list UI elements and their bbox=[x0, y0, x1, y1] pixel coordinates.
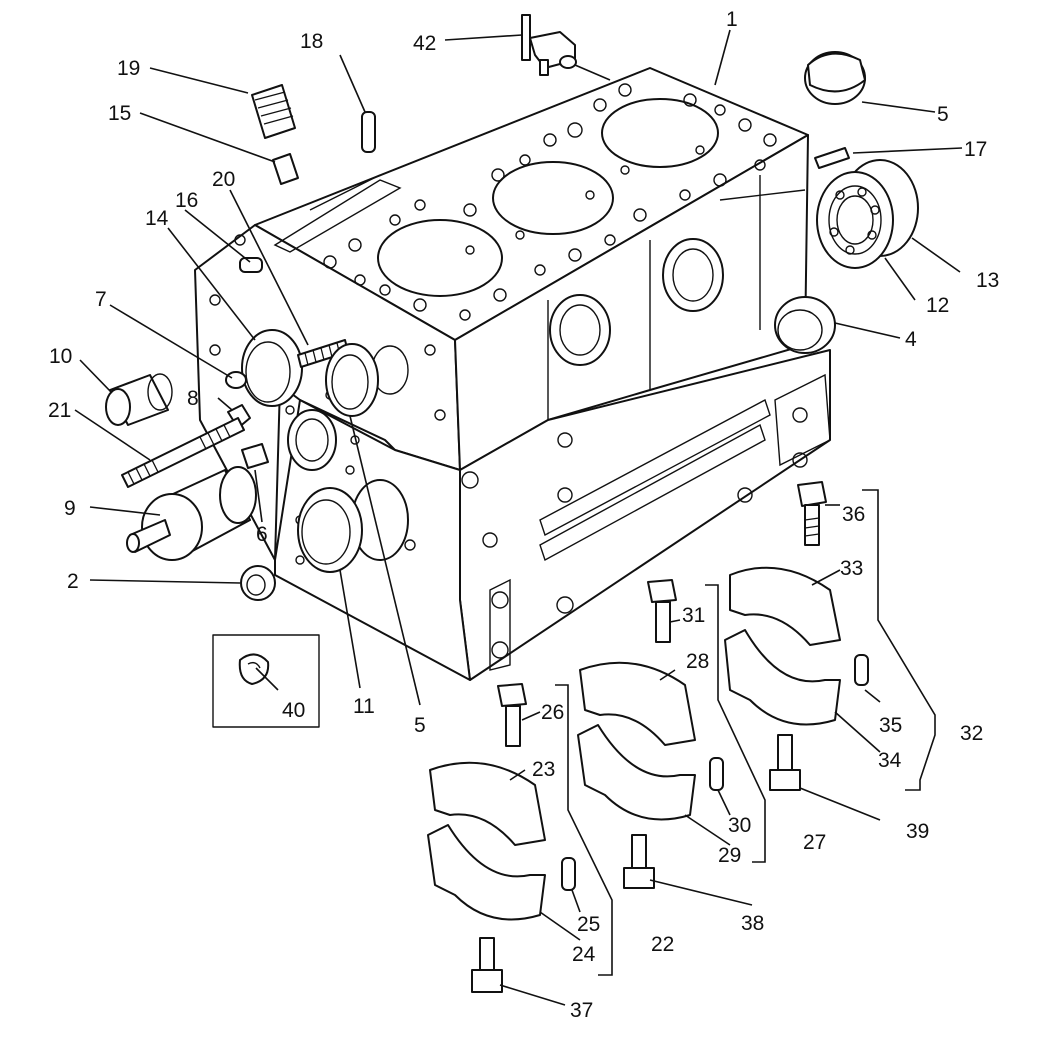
callout-8: 8 bbox=[187, 387, 199, 410]
callout-29: 29 bbox=[718, 844, 741, 867]
callout-30: 30 bbox=[728, 814, 751, 837]
callout-25: 25 bbox=[577, 913, 600, 936]
callout-5-bottom: 5 bbox=[414, 714, 426, 737]
bearing-cap-24 bbox=[427, 824, 546, 921]
callout-31: 31 bbox=[682, 604, 705, 627]
bearing-cap-33 bbox=[729, 566, 841, 646]
bush-11 bbox=[297, 487, 363, 573]
bolt-26 bbox=[497, 683, 527, 747]
callout-38: 38 bbox=[741, 912, 764, 935]
bearing-cap-29 bbox=[577, 724, 696, 821]
bolt-38 bbox=[623, 834, 655, 889]
callout-14: 14 bbox=[145, 207, 169, 230]
callout-5-top: 5 bbox=[937, 103, 949, 126]
bracket-22 bbox=[555, 684, 613, 976]
callout-36: 36 bbox=[842, 503, 865, 526]
pump-9 bbox=[126, 466, 257, 561]
callout-labels: 1 2 4 5 5 6 7 8 9 10 11 12 13 14 15 16 1… bbox=[48, 8, 999, 1022]
bolt-37 bbox=[471, 937, 503, 993]
dowel-17 bbox=[814, 147, 850, 169]
bush-14 bbox=[241, 329, 303, 407]
callout-33: 33 bbox=[840, 557, 863, 580]
callout-40: 40 bbox=[282, 699, 305, 722]
stud-6 bbox=[241, 443, 269, 469]
callout-17: 17 bbox=[964, 138, 987, 161]
dowel-30 bbox=[709, 757, 724, 791]
dowel-35 bbox=[854, 654, 869, 686]
callout-11: 11 bbox=[353, 695, 375, 718]
callout-24: 24 bbox=[572, 943, 596, 966]
callout-1: 1 bbox=[726, 8, 738, 31]
callout-9: 9 bbox=[64, 497, 76, 520]
callout-6: 6 bbox=[256, 523, 268, 546]
bearing-cap-23 bbox=[429, 761, 546, 846]
callout-23: 23 bbox=[532, 758, 555, 781]
dowel-16 bbox=[239, 257, 263, 273]
bolt-21 bbox=[121, 417, 245, 488]
spring-19 bbox=[251, 84, 296, 139]
dowel-25 bbox=[561, 857, 576, 891]
bush-10 bbox=[105, 373, 173, 426]
leader-lines bbox=[74, 29, 963, 1006]
callout-27: 27 bbox=[803, 831, 826, 854]
callout-42: 42 bbox=[413, 32, 436, 55]
bush-5-left bbox=[325, 343, 379, 417]
callout-13: 13 bbox=[976, 269, 999, 292]
bolt-39 bbox=[769, 734, 801, 791]
bolt-36 bbox=[797, 481, 827, 546]
washer-2 bbox=[240, 565, 276, 601]
callout-20: 20 bbox=[212, 168, 235, 191]
callout-4: 4 bbox=[905, 328, 917, 351]
callout-32: 32 bbox=[960, 722, 983, 745]
callout-19: 19 bbox=[117, 57, 140, 80]
callout-22: 22 bbox=[651, 933, 674, 956]
callout-18: 18 bbox=[300, 30, 323, 53]
callout-39: 39 bbox=[906, 820, 929, 843]
bearing-cap-28 bbox=[579, 661, 696, 746]
bearing-12 bbox=[816, 171, 894, 269]
callout-28: 28 bbox=[686, 650, 709, 673]
callout-35: 35 bbox=[879, 714, 902, 737]
callout-34: 34 bbox=[878, 749, 902, 772]
plug-5-top bbox=[804, 51, 866, 105]
bracket-27 bbox=[705, 584, 766, 863]
callout-26: 26 bbox=[541, 701, 564, 724]
callout-7: 7 bbox=[95, 288, 107, 311]
bracket-32 bbox=[862, 489, 936, 791]
callout-37: 37 bbox=[570, 999, 593, 1022]
callout-21: 21 bbox=[48, 399, 71, 422]
dowel-18 bbox=[361, 111, 376, 153]
pin-15 bbox=[272, 153, 299, 185]
callout-10: 10 bbox=[49, 345, 72, 368]
plug-7 bbox=[225, 371, 247, 389]
callout-15: 15 bbox=[108, 102, 131, 125]
bush-4 bbox=[774, 296, 836, 354]
callout-16: 16 bbox=[175, 189, 198, 212]
bearing-cap-34 bbox=[724, 629, 841, 726]
fitting-42 bbox=[521, 14, 611, 81]
callout-2: 2 bbox=[67, 570, 79, 593]
callout-12: 12 bbox=[926, 294, 949, 317]
bolt-31 bbox=[647, 579, 677, 643]
